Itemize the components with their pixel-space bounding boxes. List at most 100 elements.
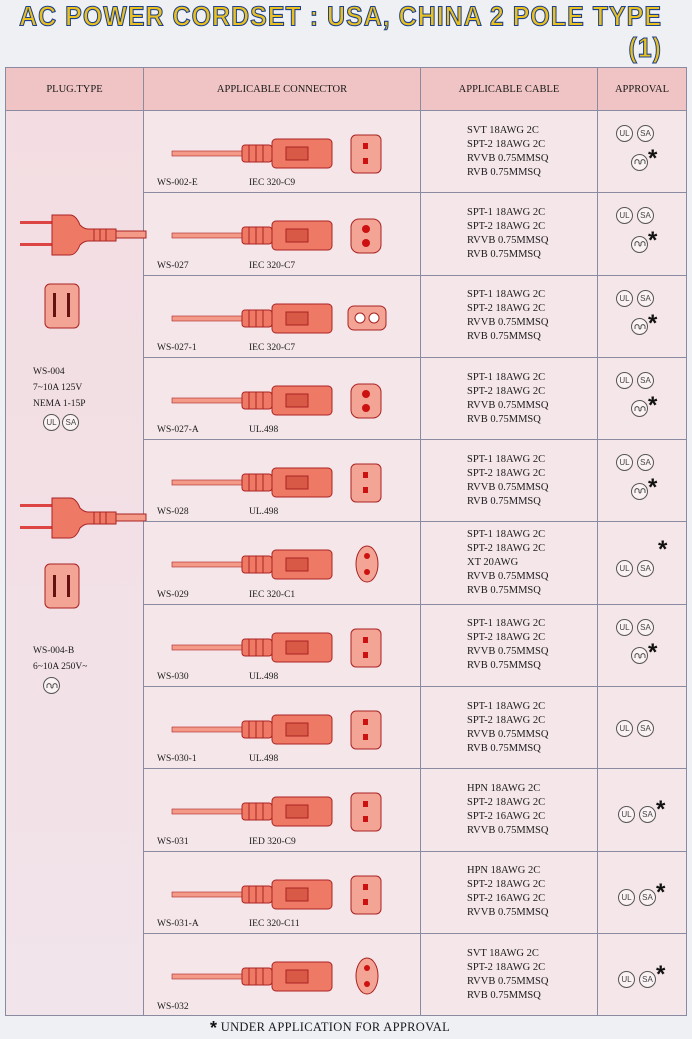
- cable-spec: SPT-2 18AWG 2C: [467, 879, 546, 891]
- plug-ws-004-info: WS-004 7~10A 125V NEMA 1-15P UL SA: [33, 364, 86, 431]
- cable-spec: RVVB 0.75MMSQ: [467, 571, 549, 583]
- ul-mark-icon: UL: [616, 125, 633, 142]
- ul-mark-icon: UL: [43, 414, 60, 431]
- cable-spec: SPT-2 18AWG 2C: [467, 632, 546, 644]
- connector-cell: WS-002-E IEC 320-C9: [144, 111, 421, 193]
- cable-spec: SPT-1 18AWG 2C: [467, 289, 546, 301]
- cable-spec: SPT-2 18AWG 2C: [467, 543, 546, 555]
- ccc-mark-icon: [631, 318, 648, 336]
- asterisk-icon: *: [648, 391, 658, 419]
- cable-spec: RVB 0.75MMSQ: [467, 990, 541, 1002]
- cable-spec: RVVB 0.75MMSQ: [467, 399, 549, 411]
- cable-spec: SPT-2 18AWG 2C: [467, 220, 546, 232]
- cable-spec: RVVB 0.75MMSQ: [467, 481, 549, 493]
- cable-spec: SPT-1 18AWG 2C: [467, 700, 546, 712]
- plug-rating: 6~10A 250V~: [33, 662, 88, 672]
- product-table: PLUG.TYPE APPLICABLE CONNECTOR APPLICABL…: [5, 67, 687, 1017]
- approval-cell: UL SA*: [598, 193, 684, 274]
- ccc-mark-icon: [631, 647, 648, 665]
- cable-spec: RVB 0.75MMSQ: [467, 585, 541, 597]
- cable-spec: RVVB 0.75MMSQ: [467, 317, 549, 329]
- approval-cell: UL SA*: [598, 111, 684, 192]
- ul-mark-icon: UL: [616, 207, 633, 225]
- csa-mark-icon: SA: [637, 371, 654, 389]
- plug-ws-004-b-info: WS-004-B 6~10A 250V~: [33, 643, 87, 696]
- connector-standard: IEC 320-C7: [249, 260, 296, 271]
- connector-image: [171, 463, 382, 503]
- connector-code: WS-002-E: [157, 178, 198, 189]
- cable-spec: RVVB 0.75MMSQ: [467, 152, 549, 164]
- cable-spec: RVB 0.75MMSQ: [467, 166, 541, 178]
- ul-mark-icon: UL: [616, 720, 633, 738]
- page-title: AC POWER CORDSET : USA, CHINA 2 POLE TYP…: [19, 1, 662, 65]
- asterisk-icon: *: [648, 309, 658, 337]
- cable-spec: HPN 18AWG 2C: [467, 865, 541, 877]
- approval-cell: UL SA*: [598, 605, 684, 686]
- approval-cell: UL SA *: [598, 358, 684, 439]
- connector-code: WS-031: [157, 836, 189, 847]
- ccc-mark-icon: [631, 482, 648, 500]
- plug-ws-004-face: [44, 283, 80, 329]
- cable-spec: RVB 0.75MMSQ: [467, 495, 541, 507]
- connector-standard: UL.498: [249, 425, 279, 436]
- plug-ws-004-b-face: [44, 563, 80, 609]
- cable-spec: SVT 18AWG 2C: [467, 948, 539, 960]
- ul-mark-icon: UL: [616, 454, 633, 472]
- cable-spec: SVT 18AWG 2C: [467, 124, 539, 136]
- connector-image: [171, 383, 382, 419]
- asterisk-icon: *: [656, 878, 666, 906]
- asterisk-icon: *: [648, 474, 658, 502]
- asterisk-icon: *: [648, 638, 658, 666]
- cable-spec: SPT-2 18AWG 2C: [467, 385, 546, 397]
- cable-spec: SPT-1 18AWG 2C: [467, 206, 546, 218]
- csa-mark-icon: SA: [637, 289, 654, 307]
- cable-spec: SPT-1 18AWG 2C: [467, 618, 546, 630]
- ul-mark-icon: UL: [618, 970, 635, 988]
- header-connector: APPLICABLE CONNECTOR: [144, 68, 421, 110]
- connector-image: [171, 792, 382, 832]
- cable-spec: SPT-2 18AWG 2C: [467, 797, 546, 809]
- asterisk-icon: *: [658, 536, 668, 564]
- connector-cell: WS-032: [144, 933, 421, 1017]
- ccc-mark-icon: [631, 400, 648, 418]
- ul-mark-icon: UL: [616, 560, 633, 578]
- cable-spec: RVB 0.75MMSQ: [467, 331, 541, 343]
- plug-ws-004-b-image: [20, 497, 147, 539]
- cable-spec: RVVB 0.75MMSQ: [467, 646, 549, 658]
- connector-code: WS-029: [157, 589, 189, 600]
- cable-spec: RVB 0.75MMSQ: [467, 742, 541, 754]
- connector-image: [171, 218, 382, 254]
- connector-image: [171, 303, 387, 334]
- connector-code: WS-030: [157, 672, 189, 683]
- cable-spec: RVB 0.75MMSQ: [467, 660, 541, 672]
- plug-ws-004-image: [20, 214, 147, 256]
- asterisk-icon: *: [656, 796, 666, 824]
- connector-standard: IEC 320-C9: [249, 178, 296, 189]
- cable-spec: RVB 0.75MMSQ: [467, 413, 541, 425]
- approval-cell: UL SA*: [598, 769, 684, 850]
- csa-mark-icon: SA: [637, 454, 654, 472]
- plug-model: WS-004-B: [33, 646, 75, 656]
- cable-cell: SPT-1 18AWG 2C SPT-2 18AWG 2C RVVB 0.75MMS…: [421, 604, 598, 687]
- ul-mark-icon: UL: [616, 371, 633, 389]
- connector-standard: IEC 320-C7: [249, 342, 296, 353]
